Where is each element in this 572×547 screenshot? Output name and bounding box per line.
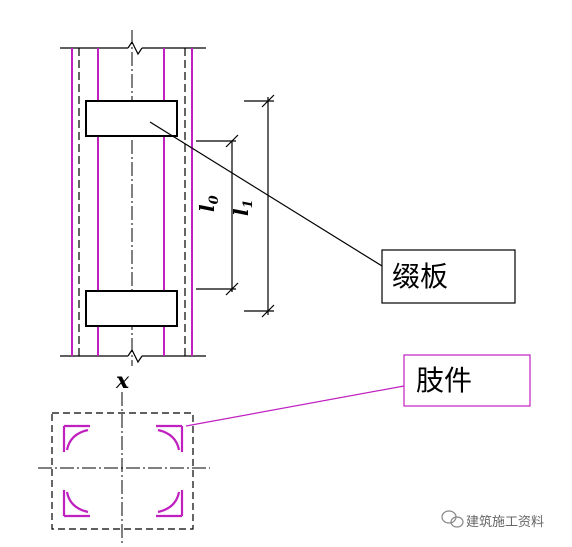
bottom-break-line [60,348,206,364]
callout-box-limb [403,354,531,407]
axis-label-x: x [115,368,130,394]
callout-leader-batten [149,121,383,267]
batten-plate-top [85,100,178,137]
callout-text-batten: 缀板 [392,260,448,293]
callout-text-limb: 肢件 [416,364,472,397]
watermark: 建筑施工资料 [441,510,544,530]
angle-limb-top-right [156,424,184,452]
dimension-l1 [244,94,275,318]
label-l0: l0 [195,195,222,212]
hidden-edge-lines [78,48,186,356]
dimension-l0 [196,134,239,296]
top-break-line [60,40,206,56]
angle-limbs [62,424,184,518]
batten-plate-bottom [85,290,178,327]
watermark-text: 建筑施工资料 [466,514,544,530]
callout-leader-limb [185,385,405,427]
cross-section [38,392,210,545]
angle-limb-bottom-left [62,490,90,518]
callout-box-batten [381,249,516,304]
column-elevation [60,30,206,366]
angle-limb-top-left [62,424,90,452]
angle-limb-bottom-right [156,490,184,518]
wechat-bubble-icon [441,510,464,528]
section-outline [51,412,194,530]
label-l1: l1 [229,199,256,216]
